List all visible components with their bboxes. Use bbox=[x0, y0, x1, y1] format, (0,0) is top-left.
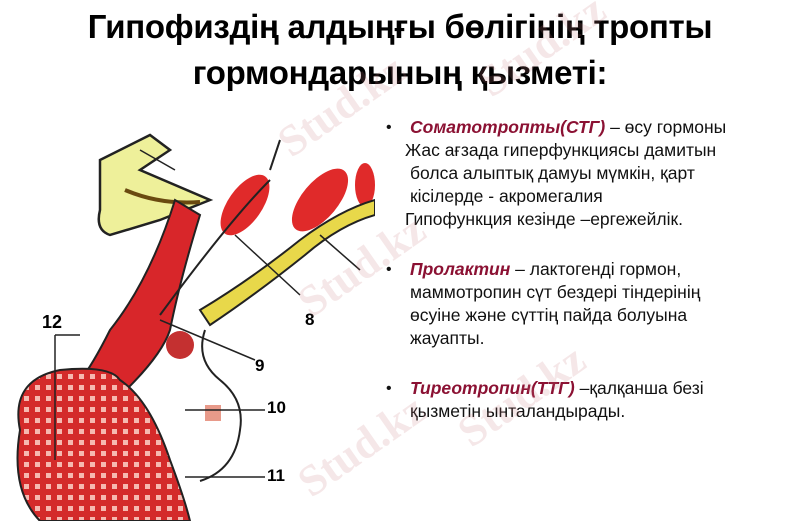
bullet-text: болса алыптық дамуы мүмкін, қарт bbox=[410, 163, 695, 183]
diagram-label-8: 8 bbox=[305, 310, 315, 329]
bullet-text: кісілерде - акромегалия bbox=[410, 186, 603, 206]
bullet-text: Гипофункция кезінде –ергежейлік. bbox=[405, 209, 684, 229]
slide-title: Гипофиздің алдыңғы бөлігінің тропты горм… bbox=[0, 0, 800, 96]
bullet-thyrotropin: • Тиреотропин(ТТГ) –қалқанша безі қызмет… bbox=[380, 377, 800, 423]
bullet-text: жауапты. bbox=[410, 328, 485, 348]
hormone-list: • Соматотропты(СТГ) – өсу гормоны Жас ағ… bbox=[380, 116, 800, 450]
bullet-text: маммотропин сүт бездері тіндерінің bbox=[410, 282, 701, 302]
term-somatotropin: Соматотропты(СТГ) bbox=[410, 117, 606, 137]
diagram-label-11: 11 bbox=[267, 466, 285, 485]
bullet-text: – лактогенді гормон, bbox=[510, 259, 682, 279]
bullet-text: қызметін ынталандырады. bbox=[410, 401, 626, 421]
bullet-prolactin: • Пролактин – лактогенді гормон, маммотр… bbox=[380, 258, 800, 350]
diagram-label-10: 10 bbox=[267, 398, 286, 417]
bullet-dot: • bbox=[386, 261, 392, 278]
diagram-label-12: 12 bbox=[42, 312, 63, 332]
bullet-text: өсуіне және сүттің пайда болуына bbox=[410, 305, 688, 325]
bullet-text: – өсу гормоны bbox=[605, 117, 727, 137]
term-thyrotropin: Тиреотропин(ТТГ) bbox=[410, 378, 575, 398]
bullet-text: –қалқанша безі bbox=[574, 378, 704, 398]
bullet-dot: • bbox=[386, 119, 392, 136]
title-line-2: гормондарының қызметі: bbox=[192, 54, 608, 91]
diagram-label-9: 9 bbox=[255, 356, 265, 375]
bullet-dot: • bbox=[386, 380, 392, 397]
bullet-text: Жас ағзада гиперфункциясы дамитын bbox=[405, 140, 717, 160]
pituitary-diagram: 12 8 9 10 11 bbox=[0, 130, 376, 522]
bullet-somatotropin: • Соматотропты(СТГ) – өсу гормоны Жас ағ… bbox=[380, 116, 800, 231]
title-line-1: Гипофиздің алдыңғы бөлігінің тропты bbox=[87, 8, 713, 45]
term-prolactin: Пролактин bbox=[410, 259, 511, 279]
